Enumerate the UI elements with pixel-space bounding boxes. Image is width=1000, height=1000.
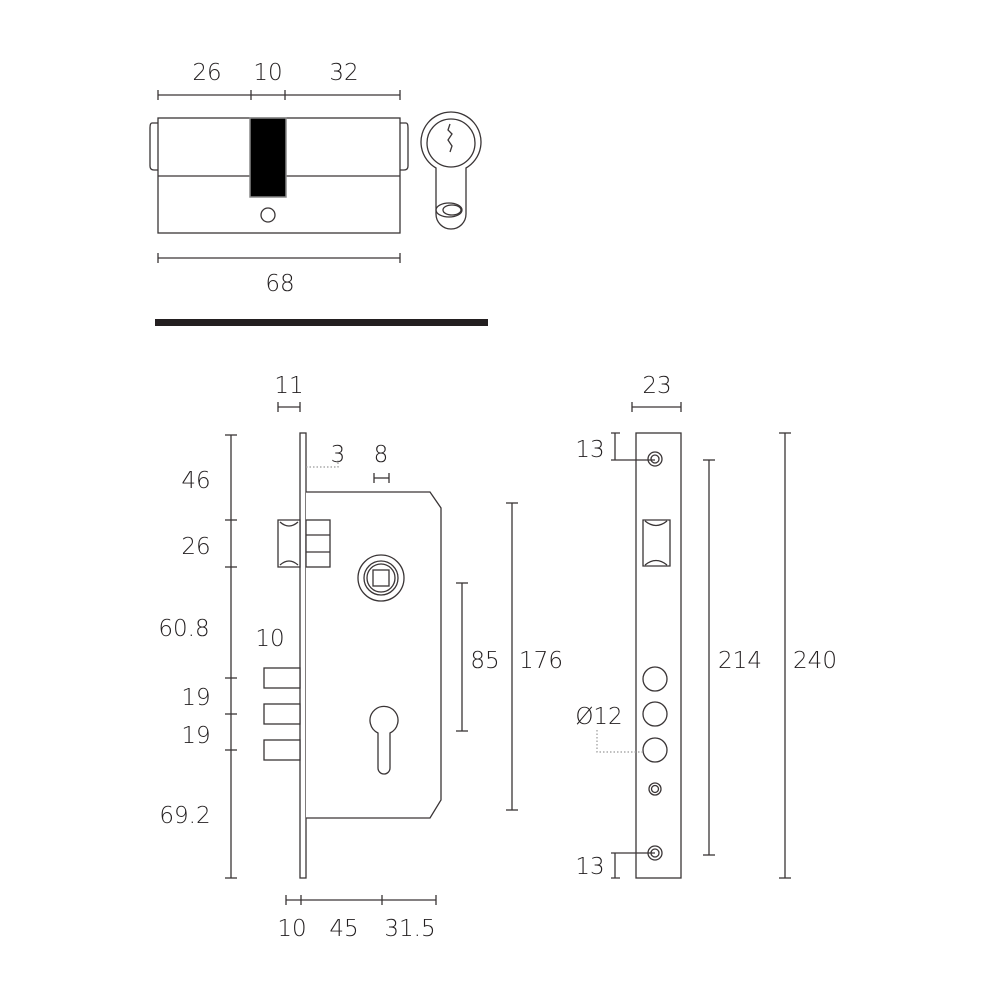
lock-body-dimensions: 11 3 8 46 26 60.8 10 19 19 69.2 85 176 — [158, 373, 563, 942]
bolt-hole — [642, 701, 668, 727]
dim-label: 240 — [793, 648, 837, 674]
dim-label: 10 — [277, 916, 306, 942]
deadbolt — [263, 703, 301, 725]
dim-label: 176 — [519, 648, 563, 674]
lock-body-view — [263, 432, 442, 879]
dim-label: 19 — [181, 723, 210, 749]
latch-bolt — [277, 519, 301, 568]
dim-label: 45 — [329, 916, 358, 942]
dim-label: 68 — [265, 271, 294, 297]
bolt-hole — [642, 737, 668, 763]
bolt-hole — [642, 666, 668, 692]
faceplate-front-view — [635, 432, 682, 879]
dim-label: 69.2 — [159, 803, 210, 829]
divider-bar — [155, 319, 488, 326]
dim-label: 23 — [642, 373, 671, 399]
dim-label: 26 — [192, 60, 221, 86]
faceplate-edge — [299, 432, 307, 879]
faceplate — [635, 432, 682, 879]
cylinder-profile-view — [420, 111, 482, 230]
faceplate-dimensions: 23 13 13 Ø12 214 240 — [575, 373, 837, 880]
screw-hole — [648, 782, 662, 796]
dim-label: 13 — [575, 437, 604, 463]
lock-case — [306, 491, 442, 819]
dim-label: 3 — [331, 442, 346, 468]
fixing-screw-hole — [260, 207, 276, 223]
dim-label: 26 — [181, 534, 210, 560]
cylinder-side-view — [149, 117, 409, 234]
dim-label: 214 — [718, 648, 762, 674]
dim-label: 13 — [575, 854, 604, 880]
deadbolt — [263, 739, 301, 761]
dim-label: 60.8 — [158, 616, 209, 642]
cylinder-dimension-total: 68 — [157, 253, 401, 297]
deadbolt — [263, 667, 301, 689]
dim-label: 8 — [374, 442, 389, 468]
follower — [357, 554, 405, 602]
screw-hole — [647, 451, 663, 467]
key-icon — [447, 123, 453, 153]
dim-label: 10 — [253, 60, 282, 86]
cylinder-dimension-top: 26 10 32 — [157, 60, 401, 100]
cylinder-right-end — [400, 122, 409, 171]
dim-label: 11 — [274, 373, 303, 399]
dim-label: Ø12 — [575, 704, 622, 730]
keyhole — [369, 705, 399, 775]
dim-label: 32 — [329, 60, 358, 86]
cylinder-cam — [249, 117, 287, 198]
cylinder-left-end — [149, 122, 158, 171]
spindle-square — [372, 569, 390, 587]
latch-opening — [642, 519, 671, 567]
dim-label: 19 — [181, 685, 210, 711]
dim-label: 46 — [181, 468, 210, 494]
dim-label: 85 — [470, 648, 499, 674]
dim-label: 10 — [255, 626, 284, 652]
dim-label: 31.5 — [384, 916, 435, 942]
